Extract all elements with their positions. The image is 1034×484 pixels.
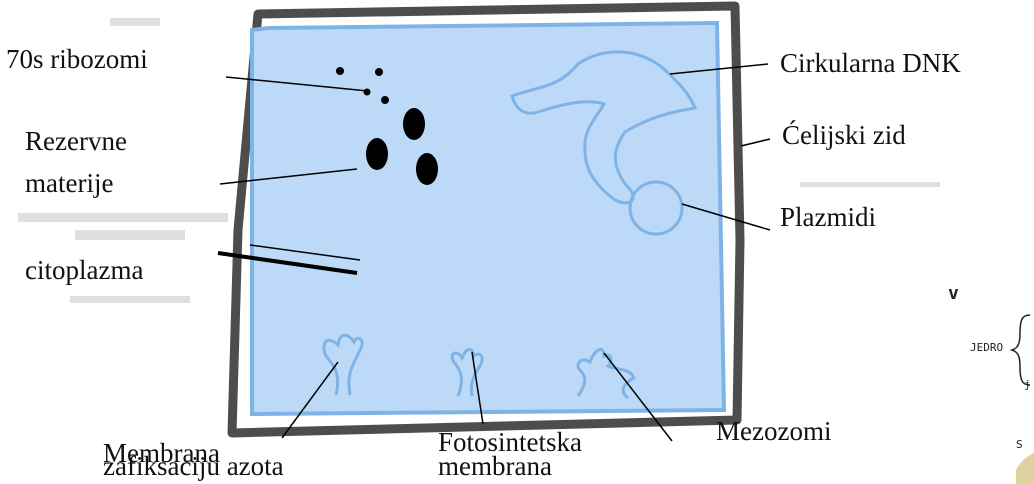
reserve-granule: [366, 138, 388, 170]
label-cell-wall: Ćelijski zid: [782, 119, 906, 151]
faint-text-scrap: [18, 213, 228, 222]
leaf-fragment-icon: [1016, 452, 1034, 484]
ribosome: [336, 67, 344, 75]
label-plasmids: Plazmidi: [780, 201, 876, 233]
faint-text-scrap: [70, 296, 190, 303]
ribosome: [375, 68, 383, 76]
leader-line-wall: [741, 139, 770, 146]
cytoplasm-area: [252, 23, 724, 414]
label-reserve-line1: Rezervne: [25, 125, 127, 157]
fragment-jedro: JEDRO: [970, 341, 1003, 354]
faint-text-scrap: [800, 182, 940, 187]
ribosome: [381, 96, 389, 104]
reserve-granule: [416, 153, 438, 185]
label-circular-dna: Cirkularna DNK: [780, 47, 961, 79]
fragment-s: S: [1016, 438, 1023, 451]
label-mesosomes: Mezozomi: [716, 415, 831, 447]
label-nitrogen-line2: zafiksaciju azota: [103, 450, 284, 482]
label-cytoplasm: citoplazma: [25, 254, 143, 286]
label-ribosomes: 70s ribozomi: [6, 43, 148, 75]
fragment-j: j: [1024, 378, 1031, 391]
label-photosynthetic-line2: membrana: [438, 450, 552, 482]
brace-icon: [1012, 315, 1030, 385]
label-reserve-line2: materije: [25, 167, 113, 199]
faint-text-scrap: [110, 18, 160, 26]
ribosome: [364, 89, 371, 96]
reserve-granule: [403, 108, 425, 140]
faint-text-scrap: [75, 230, 185, 240]
fragment-v: v: [948, 283, 959, 304]
